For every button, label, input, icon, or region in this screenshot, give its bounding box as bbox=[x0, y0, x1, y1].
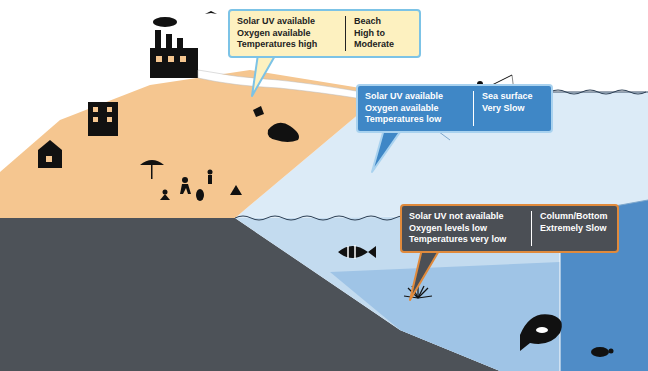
callout-tail bbox=[410, 249, 440, 300]
whale-icon bbox=[520, 314, 562, 351]
turtle-icon bbox=[591, 347, 614, 357]
conditions-text: Solar UV available Oxygen available Temp… bbox=[237, 16, 337, 51]
beach-sand bbox=[0, 70, 385, 218]
degradation-rate: Extremely Slow bbox=[540, 223, 610, 235]
degradation-rate: High to Moderate bbox=[354, 28, 412, 51]
factory-icon bbox=[150, 17, 198, 78]
callout-box: Solar UV available Oxygen available Temp… bbox=[356, 84, 553, 133]
conditions-column: Solar UV available Oxygen available Temp… bbox=[365, 91, 465, 126]
rate-column: Sea surfaceVery Slow bbox=[473, 91, 544, 126]
conditions-text: Solar UV not available Oxygen levels low… bbox=[409, 211, 523, 246]
discharge-stream bbox=[198, 70, 373, 100]
conditions-column: Solar UV not available Oxygen levels low… bbox=[409, 211, 523, 246]
building-icon bbox=[38, 102, 118, 168]
rate-column: Column/BottomExtremely Slow bbox=[531, 211, 610, 246]
zone-name: Beach bbox=[354, 16, 412, 28]
bird-icon bbox=[205, 11, 217, 14]
litter-icon bbox=[253, 106, 264, 117]
conditions-text: Solar UV available Oxygen available Temp… bbox=[365, 91, 465, 126]
zone-name: Column/Bottom bbox=[540, 211, 610, 223]
deep-water bbox=[330, 262, 560, 371]
seal-icon bbox=[268, 123, 299, 142]
fish-icon bbox=[338, 245, 376, 259]
callout-box: Solar UV available Oxygen available Temp… bbox=[228, 9, 421, 58]
callout-tail bbox=[372, 129, 402, 172]
degradation-rate: Very Slow bbox=[482, 103, 544, 115]
rate-column: BeachHigh to Moderate bbox=[345, 16, 412, 51]
callout-box: Solar UV not available Oxygen levels low… bbox=[400, 204, 619, 253]
callout-tail bbox=[252, 54, 276, 96]
zone-name: Sea surface bbox=[482, 91, 544, 103]
beach-people bbox=[140, 160, 242, 201]
conditions-column: Solar UV available Oxygen available Temp… bbox=[237, 16, 337, 51]
